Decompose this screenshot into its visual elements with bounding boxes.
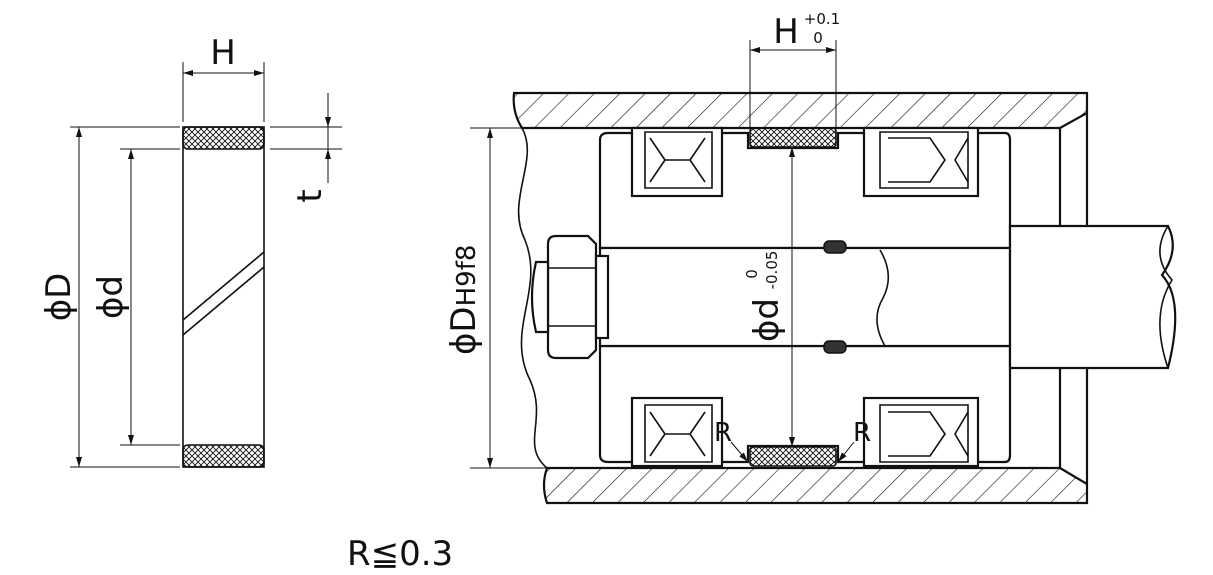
radius-right-label: R — [853, 418, 871, 448]
nut-washer — [594, 254, 610, 340]
ring-split-line-2 — [182, 266, 265, 336]
groove-dia-upper-tol: 0 — [743, 269, 761, 279]
piston-nut — [546, 234, 598, 360]
cylinder-wall-bottom — [542, 466, 1089, 505]
ring-width-label: H — [210, 33, 236, 73]
seal-groove-top-left — [630, 126, 724, 198]
o-ring-bottom — [823, 340, 847, 354]
seal-groove-top-right — [862, 126, 980, 198]
radius-note: R≦0.3 — [347, 534, 453, 574]
radius-right-leader — [837, 441, 855, 463]
bore-dia-label: ϕDH9f8 — [444, 245, 484, 355]
rod-break-line — [876, 249, 890, 347]
bore-break-line — [517, 127, 548, 469]
groove-width-lower-tol: 0 — [813, 29, 823, 47]
o-ring-top — [823, 240, 847, 254]
piston-rod — [1008, 224, 1177, 370]
ring-outer-dia-label: ϕD — [39, 273, 79, 322]
radius-left-leader — [730, 441, 749, 463]
seal-groove-bottom-left — [630, 396, 724, 468]
wear-ring-top — [749, 127, 837, 148]
ring-outline — [182, 126, 265, 468]
groove-dia-label: ϕd — [747, 298, 787, 342]
groove-width-label: H — [773, 12, 799, 52]
ring-split-line-1 — [182, 251, 265, 321]
wear-ring-bottom — [749, 446, 837, 467]
groove-width-upper-tol: +0.1 — [804, 10, 840, 28]
ring-thickness-label: t — [290, 189, 330, 202]
wear-ring-view: H t ϕD ϕd — [39, 33, 342, 468]
ring-section-bottom — [182, 444, 265, 468]
seal-groove-bottom-right — [862, 396, 980, 468]
ring-inner-dia-label: ϕd — [91, 275, 131, 319]
rod-section — [598, 246, 1012, 348]
rod-end — [530, 260, 550, 334]
radius-left-label: R — [714, 418, 732, 448]
groove-dia-lower-tol: -0.05 — [763, 251, 781, 290]
cylinder-assembly-view: H +0.1 0 ϕDH9f8 ϕd 0 -0.05 R R — [444, 10, 1177, 505]
cylinder-wall-top — [512, 91, 1089, 130]
ring-section-top — [182, 126, 265, 150]
